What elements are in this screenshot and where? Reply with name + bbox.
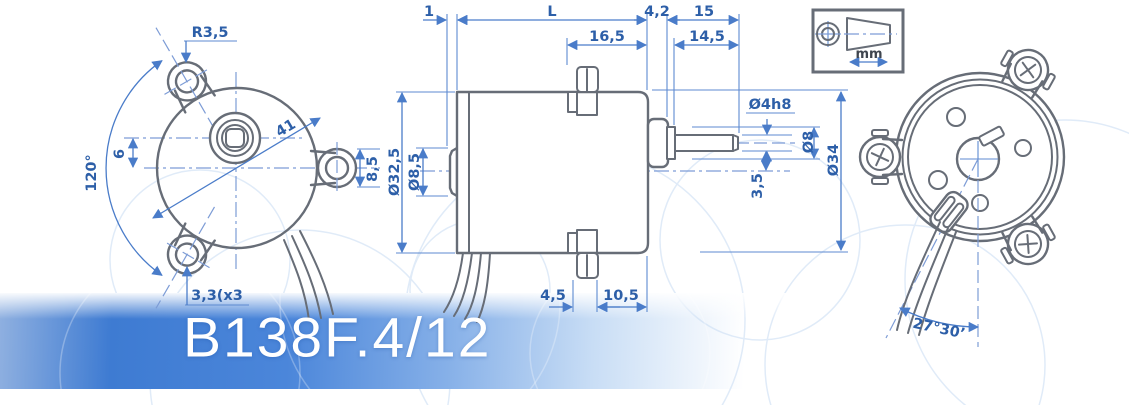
front-view-drawing: R3,5 41 6 120° 8,5 3,3(x3 xyxy=(84,25,381,321)
side-wires xyxy=(443,252,491,323)
front-dimension-labels: R3,5 41 6 120° 8,5 3,3(x3 xyxy=(84,25,381,304)
projection-symbol-box: mm xyxy=(811,8,905,74)
side-view-drawing: 1 L 4,2 15 16,5 14,5 Ø32,5 Ø8,5 Ø4h8 Ø8 … xyxy=(387,4,848,323)
dim-tab-radius: R3,5 xyxy=(192,25,229,41)
phillips-screw-icon xyxy=(1018,234,1038,254)
rear-view-drawing: 27°30’ xyxy=(858,48,1066,347)
side-bottom-clamp xyxy=(567,229,599,279)
side-top-clamp xyxy=(567,66,599,116)
rear-screw-lug-left xyxy=(858,129,904,185)
dim-body-len: L xyxy=(547,4,556,20)
dim-shaft-len: 14,5 xyxy=(689,29,725,45)
projection-cone-symbol xyxy=(846,17,891,51)
dim-bush-dia: Ø8 xyxy=(801,131,817,153)
dim-clamp-front: 10,5 xyxy=(603,288,639,304)
rear-screw-lug-bottom-right xyxy=(1000,215,1056,266)
dim-bolt-circle: 41 xyxy=(273,117,299,141)
side-shaft xyxy=(674,134,739,152)
side-dimension-lines xyxy=(396,14,847,313)
side-bushing xyxy=(666,126,676,160)
phillips-screw-icon xyxy=(1019,61,1037,79)
rear-angle-arc xyxy=(899,307,980,333)
rear-ring-circle xyxy=(901,78,1059,236)
front-dimensions xyxy=(105,40,380,306)
rear-face-holes xyxy=(928,107,1032,212)
dim-tab-width: 8,5 xyxy=(365,156,381,182)
side-body xyxy=(455,90,650,255)
band-top-fade xyxy=(0,293,800,319)
dim-tab-holes: 3,3(x3 xyxy=(191,288,243,304)
dim-body-dia: Ø32,5 xyxy=(387,148,403,196)
dim-hub-offset: 6 xyxy=(112,149,128,159)
dim-clamp-face: 16,5 xyxy=(589,29,625,45)
dim-overall-dia: Ø34 xyxy=(826,144,842,177)
dim-shaft-offset: 3,5 xyxy=(750,173,766,199)
dim-tab-angle: 120° xyxy=(84,154,100,192)
front-wires xyxy=(283,230,334,321)
dim-boss-dia: Ø8,5 xyxy=(407,153,423,191)
rear-keyway-tab xyxy=(978,125,1005,147)
dim-wire-angle: 27°30’ xyxy=(911,316,966,343)
dim-clamp-w: 4,5 xyxy=(540,288,566,304)
rear-screw-lug-top-right xyxy=(1000,48,1056,99)
side-front-boss xyxy=(646,117,670,169)
rear-face-circle xyxy=(907,84,1053,230)
dim-rear-boss-len: 1 xyxy=(424,4,434,20)
units-label: mm xyxy=(855,47,882,62)
dim-shaft-dia: Ø4h8 xyxy=(749,97,792,113)
phillips-screw-icon xyxy=(870,147,890,167)
model-title: B138F.4/12 xyxy=(183,306,492,370)
dim-shaft-total: 15 xyxy=(694,4,714,20)
front-shaft-hub xyxy=(208,111,262,165)
dim-front-plate: 4,2 xyxy=(644,4,670,20)
front-mounting-lug-bottom xyxy=(155,206,216,309)
side-dimension-labels: 1 L 4,2 15 16,5 14,5 Ø32,5 Ø8,5 Ø4h8 Ø8 … xyxy=(387,4,842,304)
